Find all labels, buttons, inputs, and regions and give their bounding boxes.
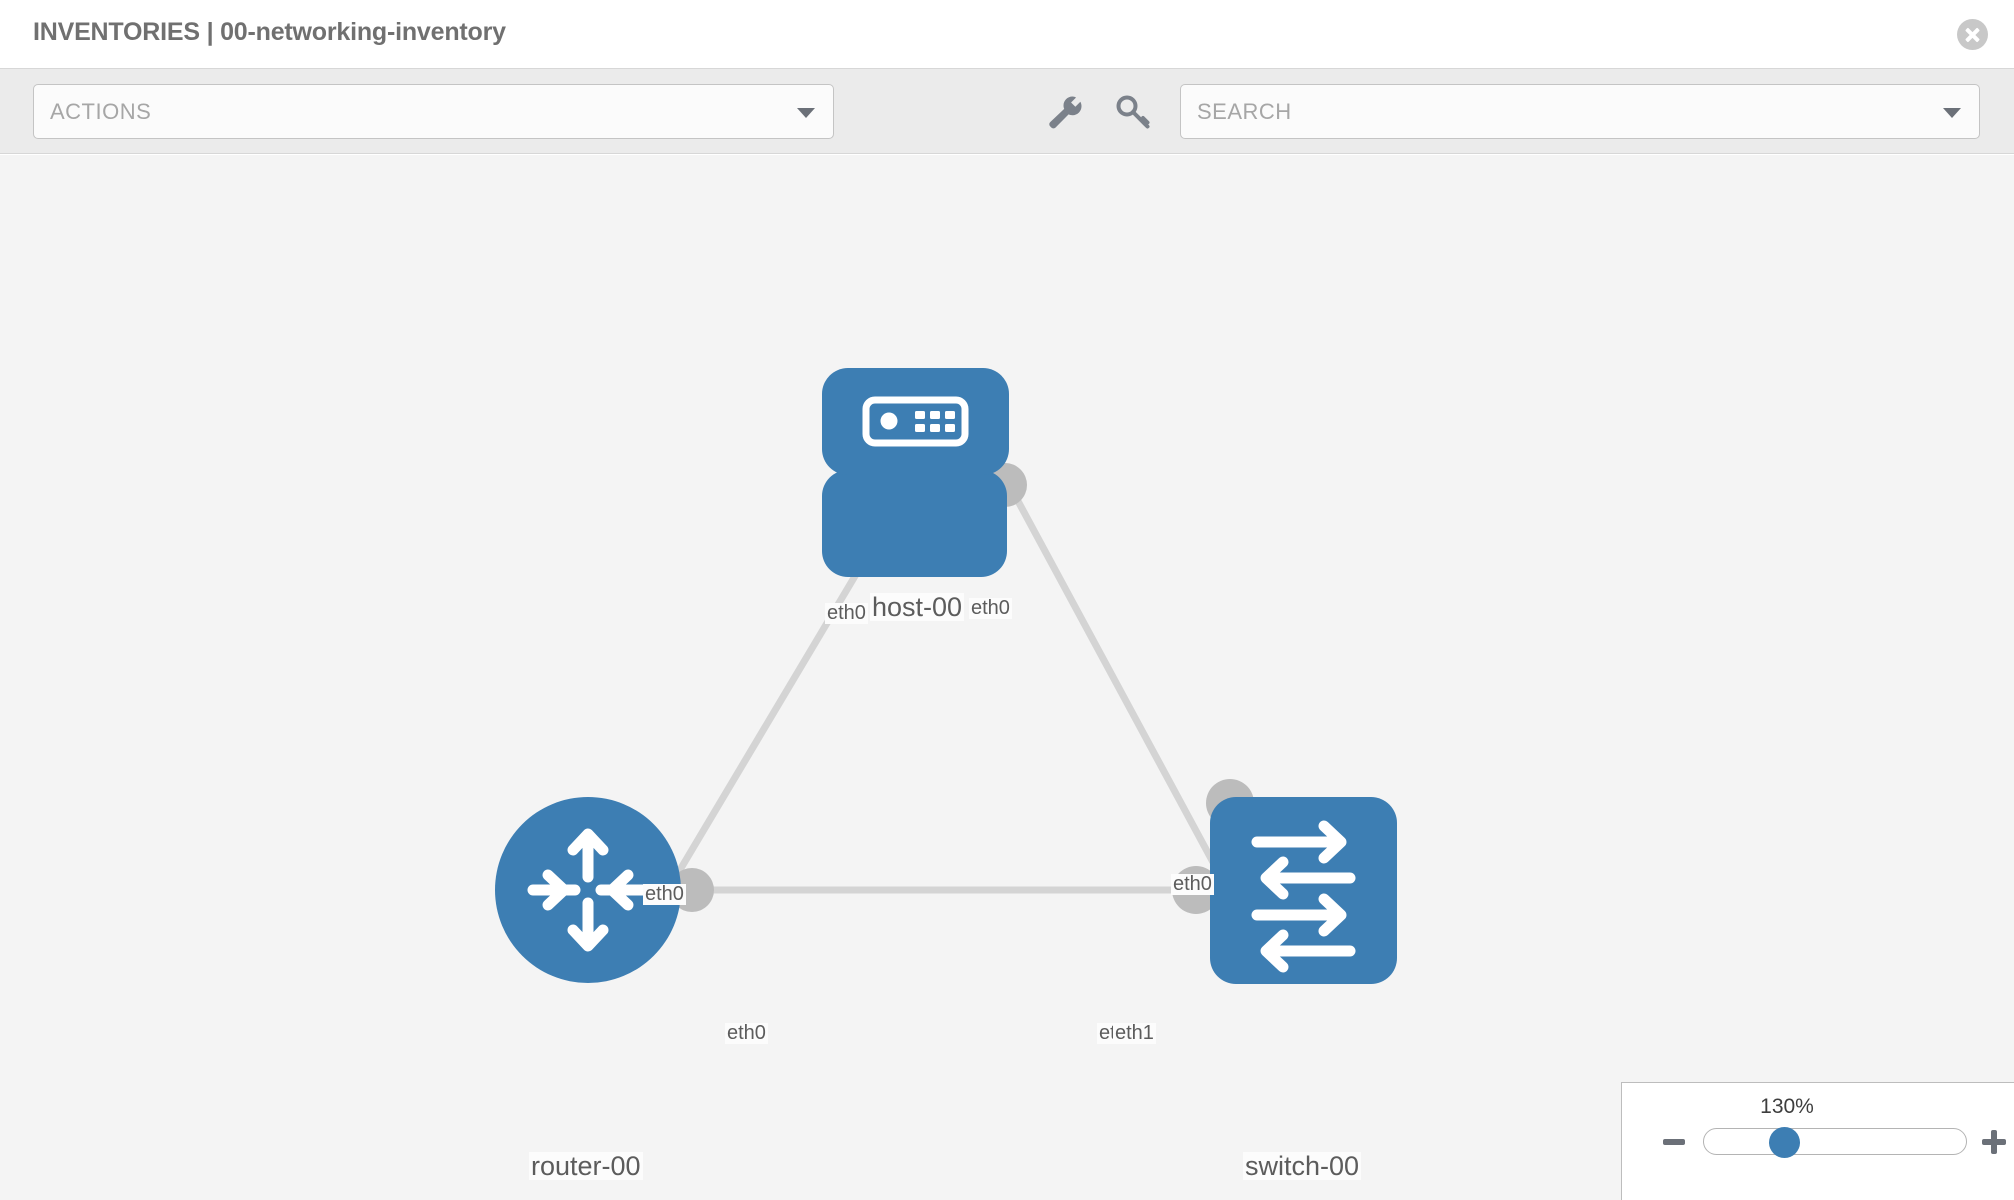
zoom-in-button[interactable]: [1982, 1130, 2006, 1154]
page-header: INVENTORIES | 00-networking-inventory: [0, 0, 2014, 69]
zoom-slider-track[interactable]: [1703, 1128, 1967, 1155]
node-label-host-00: host-00: [870, 592, 965, 622]
actions-dropdown[interactable]: ACTIONS: [33, 84, 834, 139]
node-label-router-00: router-00: [529, 1151, 643, 1181]
chevron-down-icon: [1943, 107, 1961, 118]
page-title: INVENTORIES | 00-networking-inventory: [33, 18, 506, 46]
topology-node-router-00: [495, 797, 681, 983]
zoom-control-panel: 130%: [1621, 1082, 2014, 1200]
chevron-down-icon: [797, 107, 815, 118]
link-host-switch: [1001, 475, 1232, 892]
topology-canvas[interactable]: eth0 eth0 eth0 eth0 eth0 eth0 eth1 host-…: [0, 155, 2014, 1200]
interface-label: eth1: [1113, 1022, 1156, 1044]
topology-node-switch-00: [1210, 797, 1397, 984]
topology-graph: [495, 368, 1397, 984]
close-icon[interactable]: [1957, 19, 1988, 50]
toolbar: ACTIONS SEARCH: [0, 69, 2014, 154]
server-icon: [862, 396, 969, 447]
interface-label: eth0: [825, 602, 868, 624]
key-icon[interactable]: [1112, 91, 1154, 133]
wrench-icon[interactable]: [1043, 91, 1085, 133]
zoom-level-value: 130%: [1760, 1095, 1814, 1118]
actions-dropdown-label: ACTIONS: [50, 98, 152, 124]
router-icon: [527, 828, 649, 952]
switch-icon: [1251, 820, 1356, 973]
search-input[interactable]: SEARCH: [1180, 84, 1980, 139]
interface-label: eth0: [969, 597, 1012, 619]
search-placeholder: SEARCH: [1197, 98, 1292, 124]
interface-label: eth0: [1171, 873, 1214, 895]
node-label-switch-00: switch-00: [1243, 1151, 1362, 1181]
zoom-slider-thumb[interactable]: [1769, 1127, 1800, 1158]
interface-label: eth0: [725, 1022, 768, 1044]
interface-label: eth0: [643, 883, 686, 905]
topology-node-host-00: [822, 368, 1009, 577]
zoom-out-button[interactable]: [1663, 1139, 1685, 1145]
